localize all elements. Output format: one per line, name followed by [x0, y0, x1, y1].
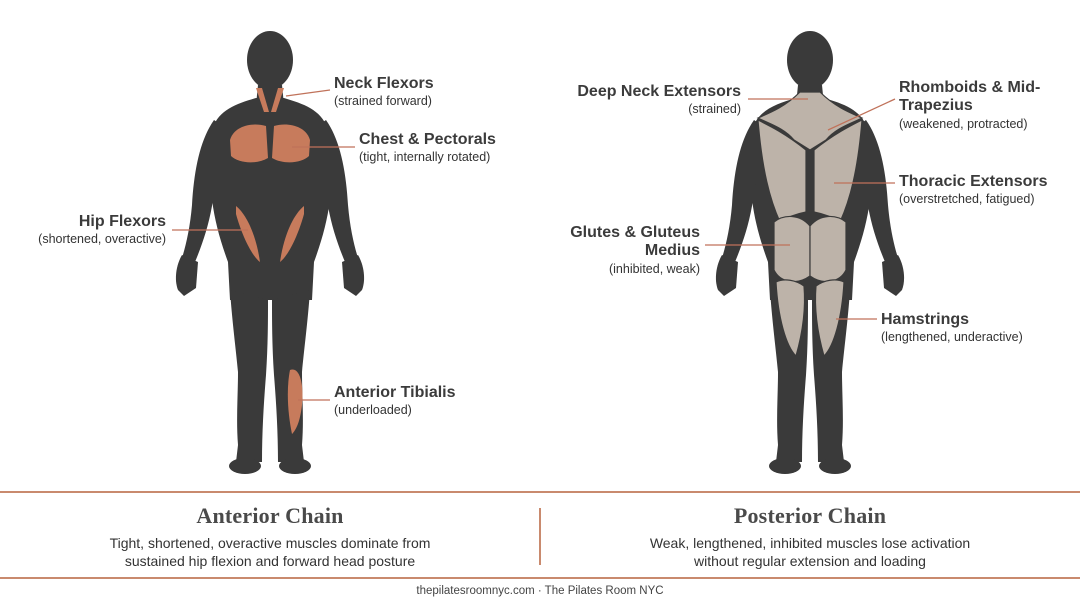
front-muscles [230, 88, 310, 434]
label-subtitle: (inhibited, weak) [608, 261, 700, 276]
anterior-chain-title: Anterior Chain [196, 503, 344, 528]
anatomy-figures [172, 31, 905, 474]
anterior-tibialis-muscle [287, 369, 303, 434]
leader-lines [172, 89, 896, 401]
label-subtitle: (underloaded) [334, 403, 412, 418]
label-title: Hamstrings [881, 311, 970, 328]
back-muscles [756, 91, 864, 358]
neck-flexors-muscle [256, 88, 269, 112]
posterior-chain-title: Posterior Chain [733, 503, 887, 528]
label-title: Hip Flexors [78, 213, 166, 230]
hamstring-left-muscle [775, 279, 806, 358]
trapezius-muscle [756, 91, 864, 151]
label-subtitle: (shortened, overactive) [38, 232, 166, 247]
anterior-chain-description: Tight, shortened, overactive muscles dom… [109, 535, 431, 570]
label-subtitle: (overstretched, fatigued) [899, 192, 1035, 207]
glute-right-muscle [809, 215, 847, 283]
label-chest-pectorals: Chest & Pectorals (tight, internally rot… [359, 131, 496, 165]
label-title: Deep Neck Extensors [577, 83, 741, 100]
label-deep-neck-extensors: Deep Neck Extensors (strained) [577, 83, 741, 117]
label-title: Thoracic Extensors [899, 173, 1048, 190]
label-title: Glutes & Gluteus Medius [570, 224, 700, 260]
label-rhomboids-mid-trapezius: Rhomboids & Mid-Trapezius (weakened, pro… [899, 79, 1069, 131]
label-hip-flexors: Hip Flexors (shortened, overactive) [38, 213, 166, 247]
label-title: Chest & Pectorals [359, 131, 496, 148]
footer-credit: thepilatesroomnyc.com · The Pilates Room… [416, 585, 664, 597]
label-subtitle: (strained) [688, 102, 741, 117]
label-subtitle: (tight, internally rotated) [359, 150, 491, 165]
top-accent-rule [0, 491, 1080, 493]
glute-left-muscle [773, 215, 811, 283]
posterior-chain-summary: Posterior Chain Weak, lengthened, inhibi… [540, 503, 1080, 570]
anterior-chain-summary: Anterior Chain Tight, shortened, overact… [0, 503, 540, 570]
label-subtitle: (weakened, protracted) [899, 116, 1028, 131]
hip-flexor-left-muscle [236, 206, 260, 262]
label-glutes-gluteus-medius: Glutes & Gluteus Medius (inhibited, weak… [560, 224, 700, 276]
hip-flexor-right-muscle [280, 206, 304, 262]
hamstring-right-muscle [814, 279, 845, 358]
label-subtitle: (lengthened, underactive) [881, 330, 1023, 345]
chest-left-muscle [230, 124, 268, 163]
chest-right-muscle [272, 124, 310, 163]
posterior-chain-description: Weak, lengthened, inhibited muscles lose… [649, 535, 971, 570]
label-neck-flexors: Neck Flexors (strained forward) [334, 75, 434, 109]
neck-flexors-muscle-right [271, 88, 284, 112]
label-title: Anterior Tibialis [334, 384, 456, 401]
label-anterior-tibialis: Anterior Tibialis (underloaded) [334, 384, 456, 418]
label-subtitle: (strained forward) [334, 94, 432, 109]
label-title: Neck Flexors [334, 75, 434, 92]
label-hamstrings: Hamstrings (lengthened, underactive) [881, 311, 1023, 345]
label-thoracic-extensors: Thoracic Extensors (overstretched, fatig… [899, 173, 1048, 207]
bottom-accent-rule [0, 577, 1080, 579]
center-divider [539, 508, 541, 565]
label-title: Rhomboids & Mid-Trapezius [899, 79, 1041, 115]
